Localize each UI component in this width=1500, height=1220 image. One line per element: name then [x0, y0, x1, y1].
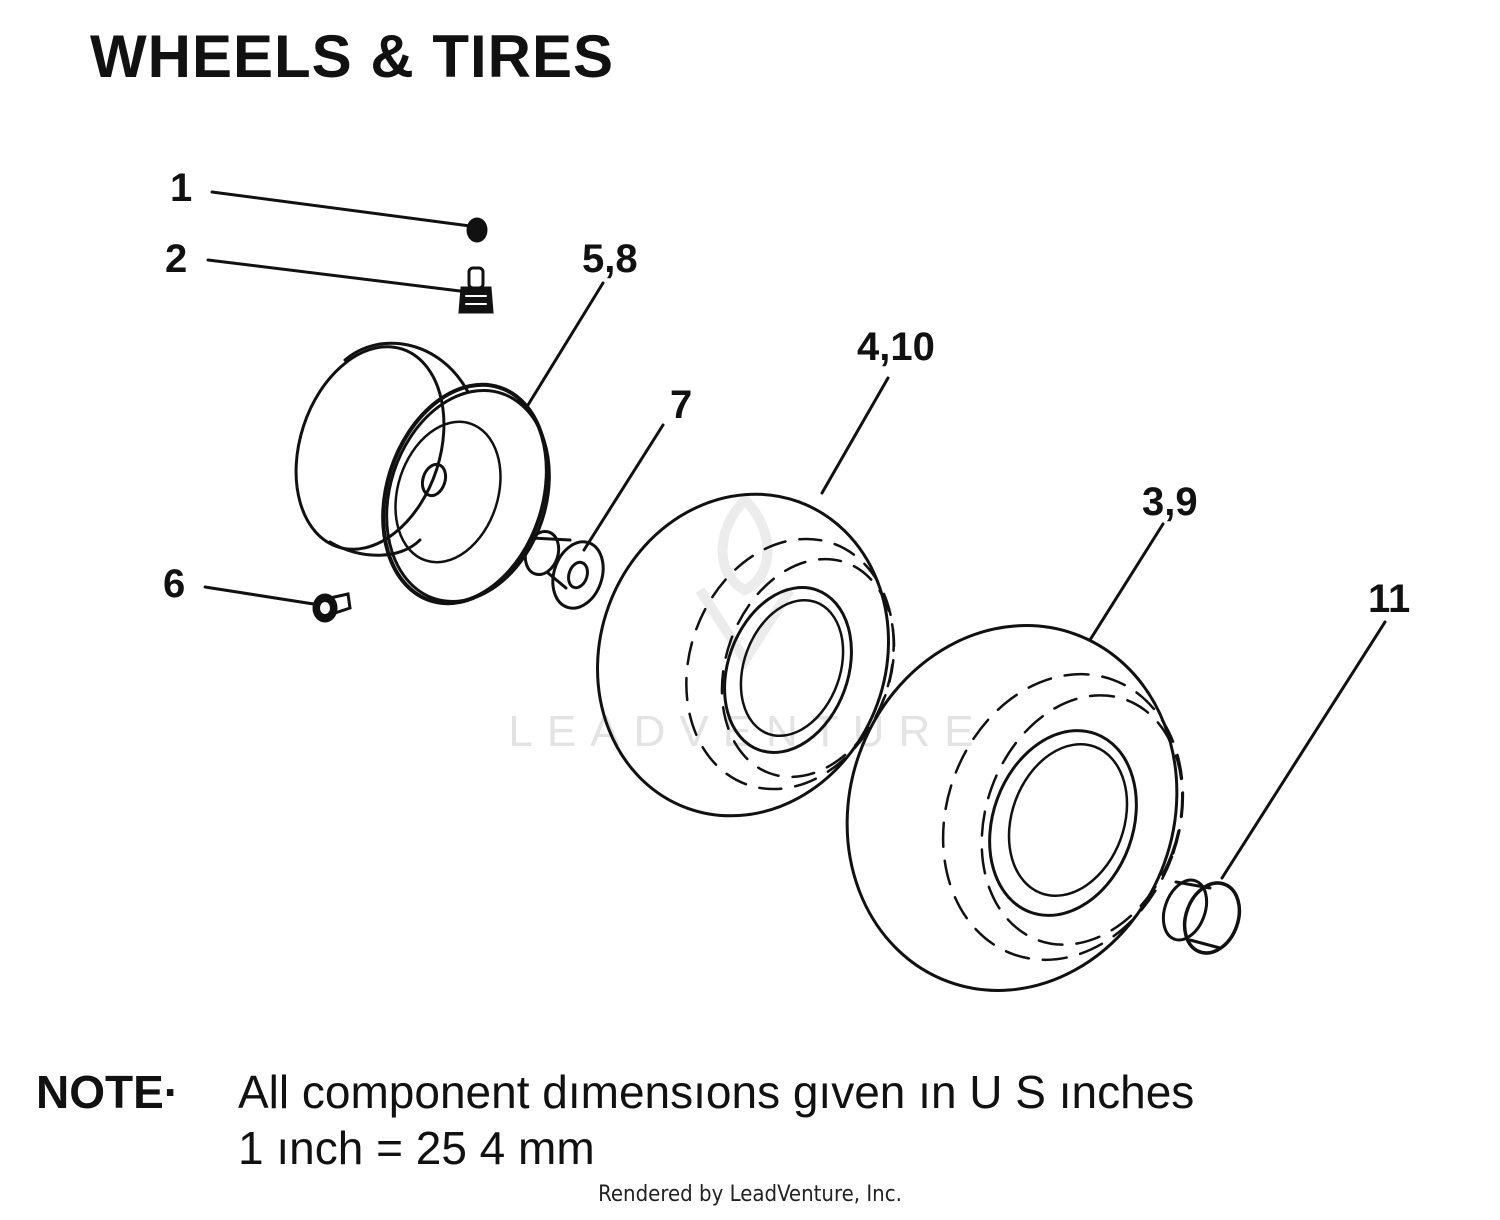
- wheel-rim-part: [294, 341, 551, 606]
- leader-line-6: [203, 585, 322, 607]
- watermark-logo: [695, 492, 795, 670]
- tire-4-10-part: [596, 492, 896, 818]
- page-title: WHEELS & TIRES: [90, 23, 615, 90]
- valve-stem-part: [458, 266, 494, 314]
- callout-1: 1: [170, 166, 192, 210]
- callout-3-9: 3,9: [1142, 480, 1198, 524]
- note-label: NOTE·: [36, 1066, 180, 1118]
- leader-line-7: [582, 423, 665, 552]
- screw-part: [312, 592, 352, 623]
- callout-2: 2: [165, 237, 187, 281]
- hub-cap-part: [1161, 878, 1242, 955]
- leader-line-1: [210, 190, 472, 228]
- leader-line-58: [526, 281, 605, 407]
- tire-3-9-part: [845, 624, 1185, 992]
- valve-cap-part: [466, 217, 488, 243]
- callout-4-10: 4,10: [857, 325, 935, 369]
- watermark-text: LEADVENTURE: [508, 707, 987, 756]
- footer-credit: Rendered by LeadVenture, Inc.: [598, 1182, 902, 1207]
- leader-line-2: [206, 258, 470, 294]
- leader-line-39: [1088, 522, 1165, 642]
- callout-6: 6: [163, 562, 185, 606]
- callout-11: 11: [1368, 577, 1410, 621]
- note-text-line-1: All component dımensıons gıven ın U S ın…: [238, 1066, 1195, 1118]
- leader-line-11: [1220, 620, 1387, 880]
- callout-7: 7: [670, 383, 692, 427]
- bushing-part: [523, 530, 605, 610]
- note-text-line-2: 1 ınch = 25 4 mm: [238, 1122, 595, 1174]
- leader-line-410: [820, 376, 890, 495]
- callout-5-8: 5,8: [582, 237, 638, 281]
